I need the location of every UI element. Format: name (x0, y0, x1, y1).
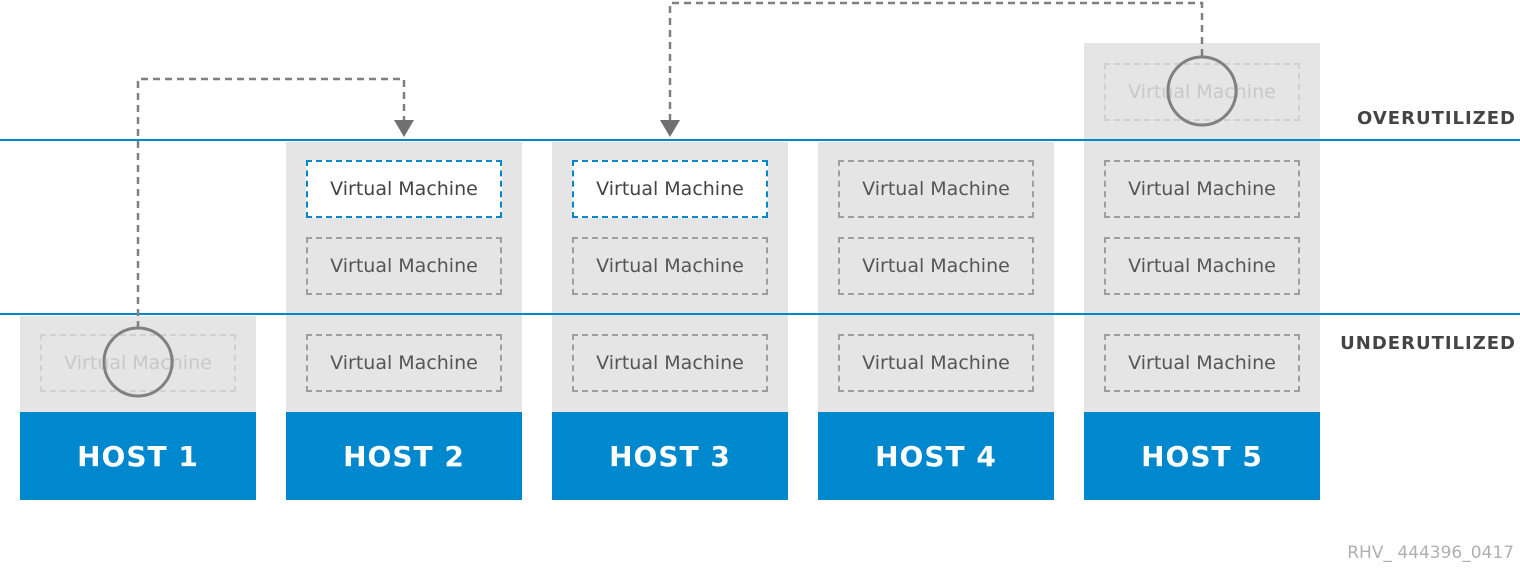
host-4-label: HOST 4 (818, 412, 1054, 500)
arrowhead-host2 (394, 120, 414, 137)
host-2-vm: Virtual Machine (306, 334, 502, 392)
host-4-vm: Virtual Machine (838, 237, 1034, 295)
figure-id: RHV_ 444396_0417 (1347, 543, 1514, 563)
host-4-vm: Virtual Machine (838, 160, 1034, 218)
host-5-stack (1084, 43, 1320, 412)
host-4-vm: Virtual Machine (838, 334, 1034, 392)
host-5-label: HOST 5 (1084, 412, 1320, 500)
host-3-label: HOST 3 (552, 412, 788, 500)
arrowhead-host3 (660, 120, 680, 137)
host-5-vm-migrating: Virtual Machine (1104, 63, 1300, 121)
host-1-label: HOST 1 (20, 412, 256, 500)
host-2-vm: Virtual Machine (306, 237, 502, 295)
host-5-vm: Virtual Machine (1104, 237, 1300, 295)
host-3-vm: Virtual Machine (572, 334, 768, 392)
underutilized-threshold-line (0, 313, 1520, 315)
host-5-vm: Virtual Machine (1104, 334, 1300, 392)
host-3-vm: Virtual Machine (572, 237, 768, 295)
host-2-vm-incoming: Virtual Machine (306, 160, 502, 218)
host-1-vm-migrating: Virtual Machine (40, 334, 236, 392)
selection-circle-host5 (1166, 55, 1238, 127)
migration-arrow-host5-to-host3 (668, 1, 1204, 122)
migration-arrow-host1-to-host2 (136, 77, 406, 328)
host-4-stack (818, 142, 1054, 412)
overutilized-threshold-line (0, 139, 1520, 141)
overutilized-label: OVERUTILIZED (1357, 108, 1516, 129)
host-2-label: HOST 2 (286, 412, 522, 500)
host-3-vm-incoming: Virtual Machine (572, 160, 768, 218)
selection-circle-host1 (102, 326, 174, 398)
underutilized-label: UNDERUTILIZED (1340, 333, 1516, 354)
host-5-vm: Virtual Machine (1104, 160, 1300, 218)
